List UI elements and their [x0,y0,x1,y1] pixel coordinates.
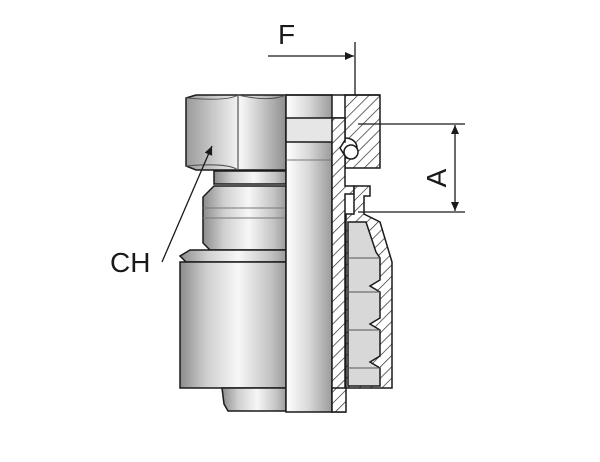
label-F: F [278,19,295,50]
label-CH: CH [110,247,150,278]
nut-neck-ring [213,170,287,185]
dimension-A [358,123,465,213]
label-A: A [421,168,452,187]
retaining-ball [343,144,359,160]
dimension-CH [161,145,213,263]
section-view [285,94,393,413]
hex-nut [185,94,287,171]
ferrule-body [179,261,287,389]
exterior-view [178,94,287,412]
teeth-cavity [347,221,381,387]
shoulder [178,249,287,263]
ch-leader-arrow [161,145,213,263]
tail-step [221,387,287,412]
dimension-F [268,42,356,95]
stem-bore [285,94,333,413]
